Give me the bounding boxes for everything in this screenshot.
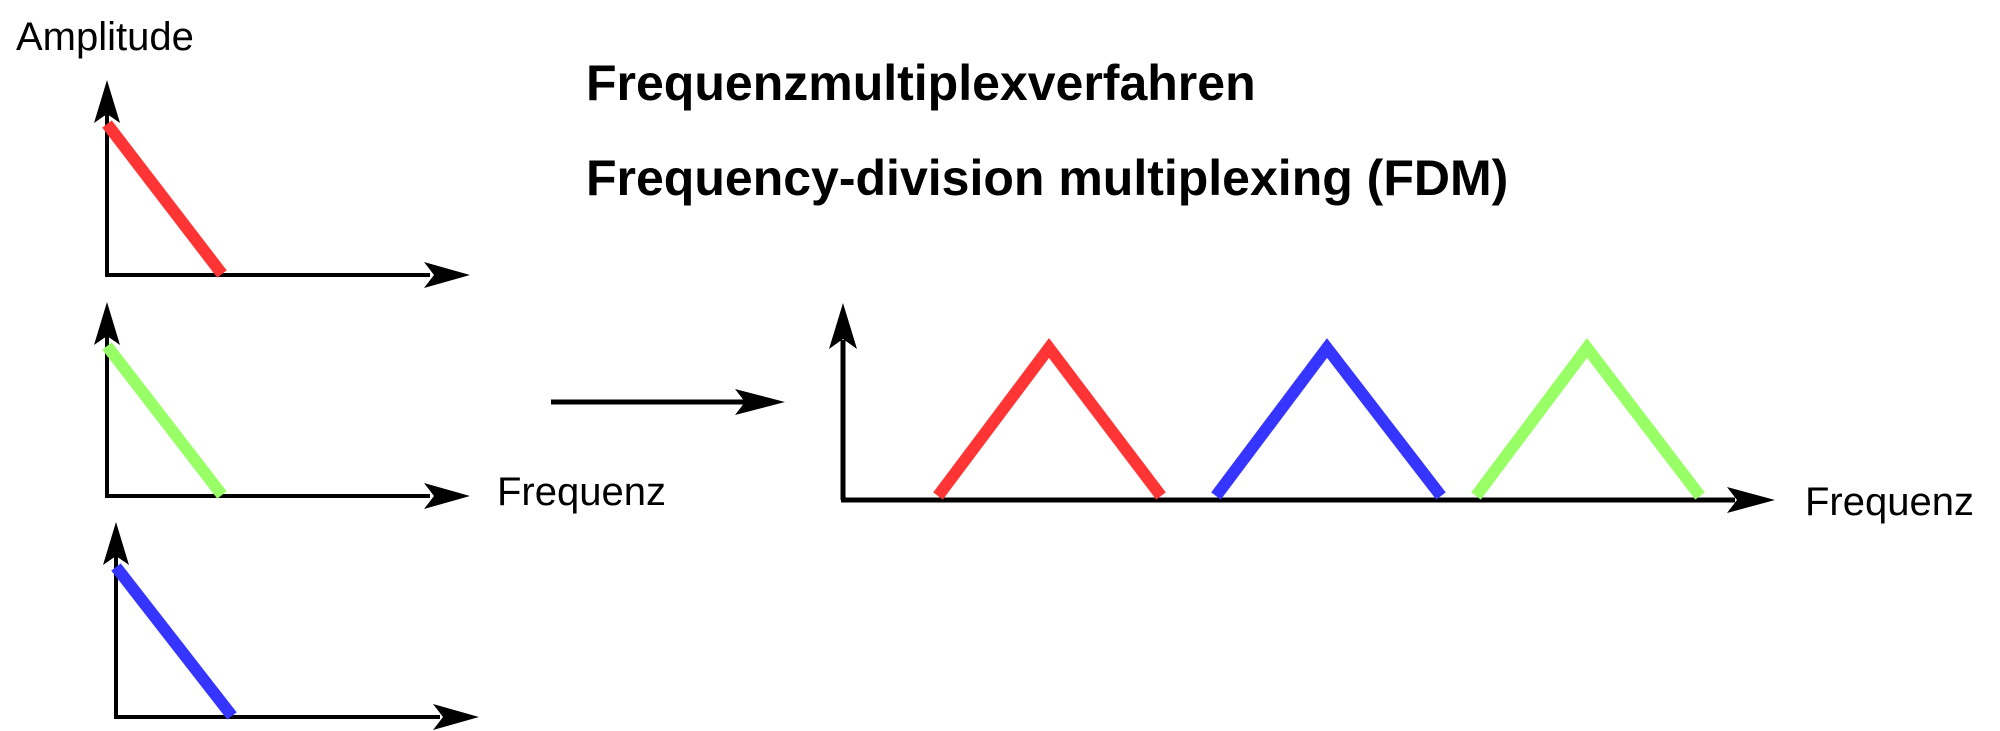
transform-arrow-head [735,389,785,415]
output-band-1 [933,338,1166,500]
graph-3-y-arrow [103,522,129,565]
title-german: Frequenzmultiplexverfahren [586,55,1256,111]
input-graph-1 [94,80,470,288]
input-graph-3 [103,522,479,730]
output-band-2 [1211,338,1446,500]
title-english: Frequency-division multiplexing (FDM) [586,150,1508,206]
graph-3-x-arrow [433,704,479,730]
graph-3-spectrum [111,563,237,720]
graph-1-y-arrow [94,80,120,123]
graph-1-x-arrow [424,262,470,288]
amplitude-label: Amplitude [16,15,194,59]
transform-arrow [551,389,785,415]
graph-2-spectrum [102,342,227,499]
frequency-label-right: Frequenz [1805,480,1974,524]
graph-2-x-arrow [424,483,470,509]
graph-2-y-arrow [94,302,120,345]
output-x-arrow [1727,487,1775,513]
frequency-label-left: Frequenz [497,470,666,514]
output-graph [829,303,1775,513]
output-y-arrow [829,303,857,349]
output-band-3 [1471,338,1705,500]
input-graph-2 [94,302,470,509]
graph-1-spectrum [102,120,227,278]
